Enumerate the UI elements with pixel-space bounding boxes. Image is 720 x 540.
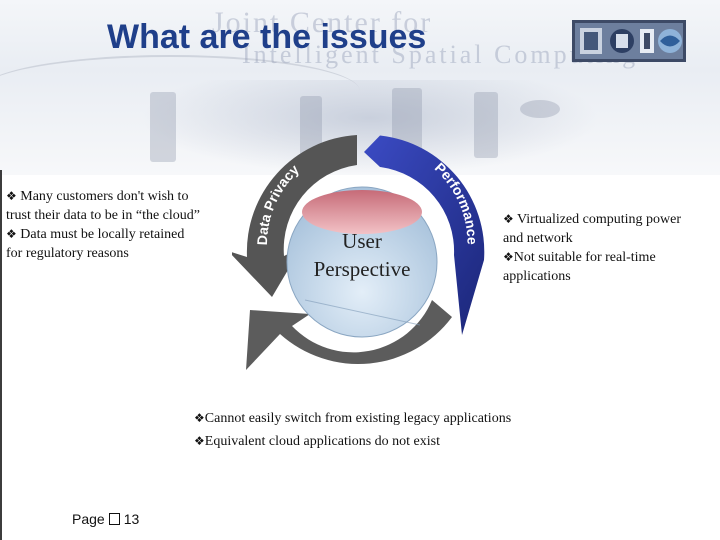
list-item: ❖ Data must be locally retained bbox=[6, 225, 238, 244]
list-item: applications bbox=[503, 267, 715, 286]
list-item-text: Many customers don't wish to bbox=[20, 189, 189, 204]
performance-arrow bbox=[364, 135, 485, 335]
page-number-value: 13 bbox=[123, 511, 140, 527]
list-item: ❖Equivalent cloud applications do not ex… bbox=[194, 430, 614, 453]
center-label-line-1: User bbox=[342, 229, 382, 253]
background-text-line-1: Joint Center for bbox=[212, 6, 433, 39]
list-item-text: Cannot easily switch from existing legac… bbox=[204, 411, 512, 426]
application-migration-arrow bbox=[246, 300, 452, 370]
performance-notes: ❖ Virtualized computing power and networ… bbox=[503, 210, 715, 286]
list-item-text: Not suitable for real-time bbox=[513, 250, 656, 265]
data-privacy-arrow bbox=[232, 135, 357, 297]
missing-glyph-icon bbox=[108, 513, 120, 525]
list-item: trust their data to be in “the cloud” bbox=[6, 206, 238, 225]
center-highlight bbox=[302, 190, 422, 234]
left-frame-line bbox=[0, 170, 2, 540]
page-label: Page bbox=[72, 511, 105, 527]
diamond-bullet-icon: ❖ bbox=[503, 250, 514, 264]
jcisc-logo bbox=[572, 20, 686, 62]
center-reflection-line bbox=[304, 299, 421, 326]
list-item: and network bbox=[503, 229, 715, 248]
list-item: ❖ Many customers don't wish to bbox=[6, 187, 238, 206]
diamond-bullet-icon: ❖ bbox=[503, 212, 514, 226]
list-item-text: trust their data to be in “the cloud” bbox=[6, 208, 200, 223]
list-item: ❖ Virtualized computing power bbox=[503, 210, 715, 229]
data-privacy-notes: ❖ Many customers don't wish to trust the… bbox=[6, 187, 238, 263]
list-item-text: for regulatory reasons bbox=[6, 246, 129, 261]
header-swoosh bbox=[0, 55, 360, 127]
diamond-bullet-icon: ❖ bbox=[6, 189, 17, 203]
list-item: ❖Not suitable for real-time bbox=[503, 248, 715, 267]
list-item-text: and network bbox=[503, 231, 573, 246]
user-perspective-cycle-diagram: User Perspective Data Privacy Performanc… bbox=[232, 135, 485, 389]
list-item: ❖Cannot easily switch from existing lega… bbox=[194, 407, 614, 430]
diamond-bullet-icon: ❖ bbox=[194, 411, 205, 425]
diamond-bullet-icon: ❖ bbox=[194, 434, 205, 448]
list-item-text: Virtualized computing power bbox=[517, 212, 682, 227]
list-item-text: Equivalent cloud applications do not exi… bbox=[204, 434, 440, 449]
page-number: Page 13 bbox=[72, 511, 139, 527]
background-building bbox=[150, 92, 176, 162]
list-item-text: applications bbox=[503, 269, 571, 284]
background-globe bbox=[520, 100, 560, 118]
background-building bbox=[474, 92, 498, 158]
list-item-text: Data must be locally retained bbox=[20, 227, 185, 242]
page-title: What are the issues bbox=[107, 18, 427, 56]
list-item: for regulatory reasons bbox=[6, 244, 238, 263]
application-migration-notes: ❖Cannot easily switch from existing lega… bbox=[194, 407, 614, 453]
center-label-line-2: Perspective bbox=[314, 257, 411, 281]
diamond-bullet-icon: ❖ bbox=[6, 227, 17, 241]
background-text-line-2: Intelligent Spatial Computing bbox=[242, 40, 639, 69]
background-building bbox=[300, 96, 322, 156]
